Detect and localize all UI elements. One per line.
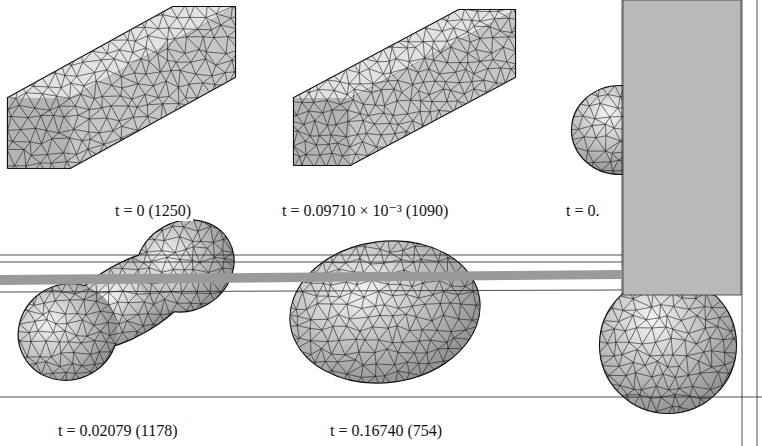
mesh-lines	[0, 0, 245, 178]
rounded-box-mesh	[276, 0, 528, 179]
time-label: t = 0.16740 (754)	[328, 421, 444, 441]
mesh-surface	[120, 203, 251, 329]
mesh-lines	[1, 205, 247, 388]
stray-line	[0, 255, 622, 256]
stray-line	[742, 0, 743, 446]
mesh-surface	[70, 7, 235, 168]
mesh-surface	[281, 229, 489, 394]
stray-line	[622, 0, 623, 295]
stray-line	[0, 397, 762, 398]
ellipsoid-mesh	[272, 224, 492, 400]
time-label: t = 0.	[564, 201, 601, 221]
mesh-outline	[281, 229, 489, 394]
time-label: t = 0.02079 (1178)	[56, 421, 180, 441]
mesh-lines	[276, 0, 528, 179]
peanut-mesh	[1, 203, 250, 398]
stray-line	[0, 290, 622, 292]
time-label: t = 0.09710 × 10⁻³ (1090)	[280, 201, 450, 221]
gray-bar	[623, 0, 741, 295]
time-label: t = 0 (1250)	[113, 201, 193, 221]
stray-line	[757, 0, 758, 446]
mesh-lines	[272, 224, 492, 400]
box-mesh	[0, 0, 245, 178]
stray-line	[0, 262, 622, 263]
gray-band	[0, 270, 622, 285]
